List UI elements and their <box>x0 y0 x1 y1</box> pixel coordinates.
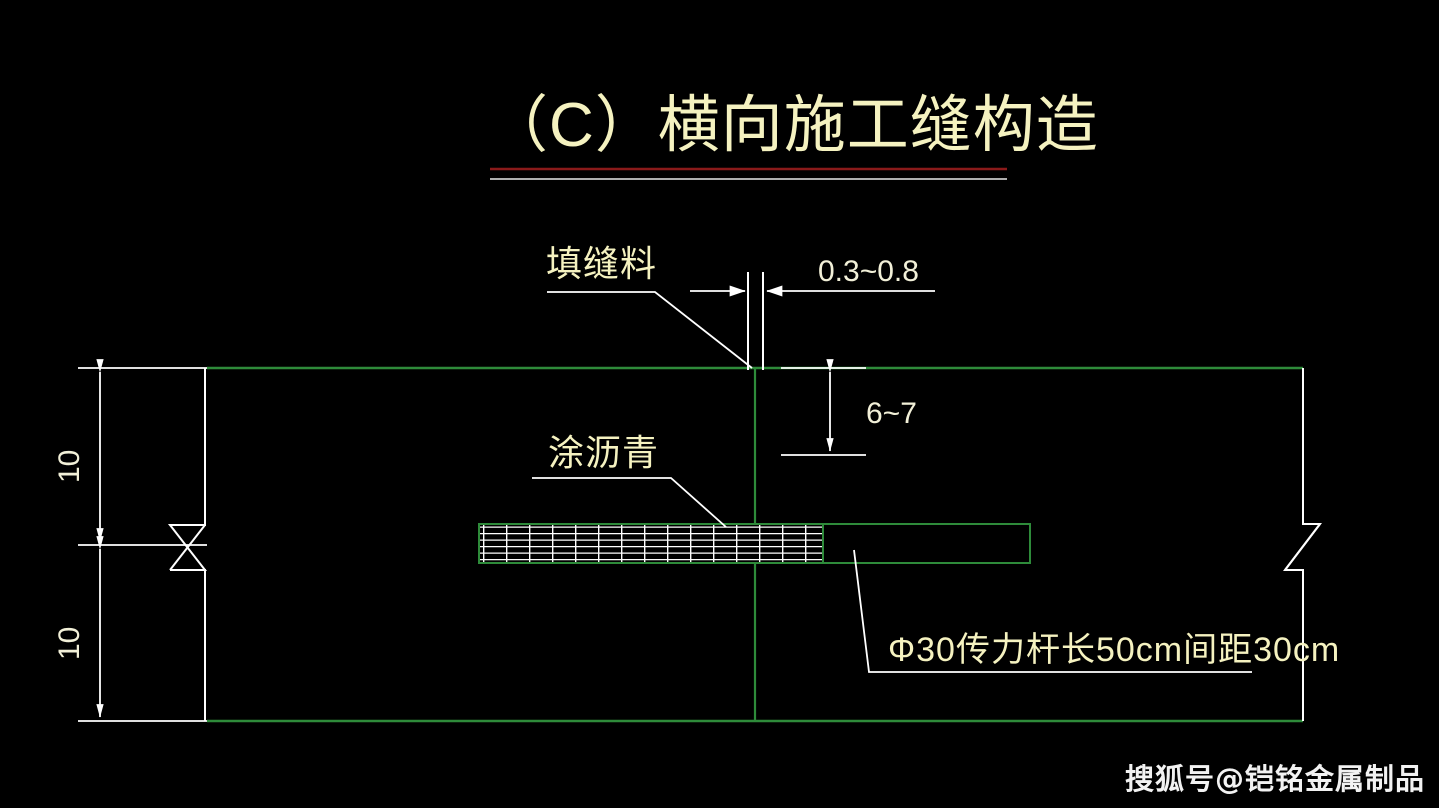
leader-joint-sealant <box>547 291 753 369</box>
joint-gap-group <box>747 272 764 370</box>
break-line-left <box>167 368 208 721</box>
label-asphalt-coating-group: 涂沥青 <box>532 432 727 528</box>
dimension-joint-width: 0.3~0.8 <box>690 255 935 297</box>
dowel-bar-group <box>478 523 1031 564</box>
label-dowel-note-group: Φ30传力杆长50cm间距30cm <box>853 549 1340 673</box>
dimension-upper-thickness: 10 <box>53 359 207 546</box>
break-line-right <box>1282 368 1323 721</box>
drawing-title: （C）横向施工缝构造 <box>486 91 1099 160</box>
dim-upper-thickness-label: 10 <box>53 450 86 483</box>
dimension-lower-thickness: 10 <box>53 536 207 722</box>
dowel-bar-plain-section <box>822 523 1031 564</box>
label-joint-sealant-group: 填缝料 <box>546 243 753 369</box>
dim-joint-depth-label: 6~7 <box>866 397 917 430</box>
dim-joint-width-label: 0.3~0.8 <box>818 255 919 288</box>
leader-asphalt-coating <box>532 477 727 528</box>
dimension-joint-depth: 6~7 <box>781 359 917 456</box>
label-joint-sealant: 填缝料 <box>546 243 657 284</box>
label-dowel-note: Φ30传力杆长50cm间距30cm <box>888 631 1340 669</box>
title-group: （C）横向施工缝构造 <box>486 91 1099 180</box>
leader-dowel-note <box>853 549 1252 673</box>
dim-lower-thickness-label: 10 <box>53 627 86 660</box>
dowel-bar-coated-section <box>478 523 824 564</box>
label-asphalt-coating: 涂沥青 <box>548 432 659 473</box>
watermark-label: 搜狐号@铠铭金属制品 <box>1124 762 1425 796</box>
